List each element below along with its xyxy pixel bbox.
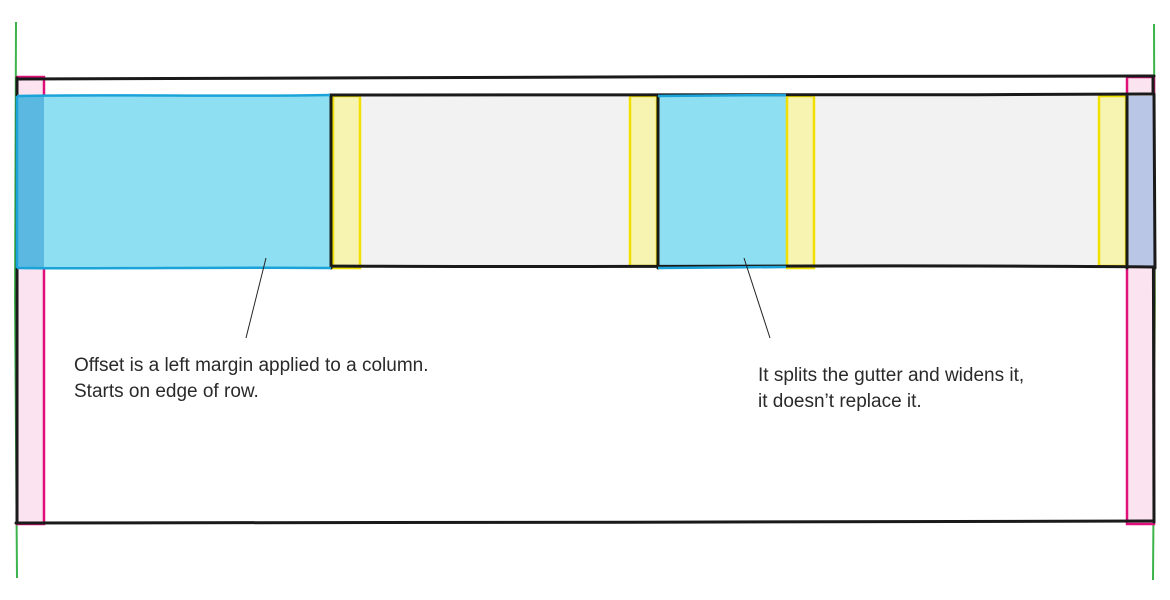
row-padding-overlap-right — [1127, 96, 1154, 268]
gutter-4 — [1097, 94, 1128, 268]
offset-column-2-outline — [657, 93, 787, 270]
offset-column-2 — [658, 96, 786, 268]
gutter-2 — [628, 94, 659, 268]
gutter-3 — [785, 94, 816, 270]
gutter-annotation-line-1: It splits the gutter and widens it, — [758, 365, 1025, 386]
offset-column-1 — [17, 96, 331, 268]
container-outline — [14, 74, 1156, 525]
gutter-1 — [331, 94, 362, 270]
offset-annotation-line-1: Offset is a left margin applied to a col… — [74, 355, 429, 376]
gutter-annotation-line-2: it doesn’t replace it. — [758, 391, 922, 412]
gutter-annotation: It splits the gutter and widens it, it d… — [758, 363, 1024, 415]
offset-annotation: Offset is a left margin applied to a col… — [74, 353, 429, 405]
pointer-offset — [245, 257, 267, 339]
offset-annotation-line-2: Starts on edge of row. — [74, 381, 259, 402]
offset-column-1-outline — [15, 93, 332, 270]
row-padding-overlap-left — [17, 96, 44, 268]
pointer-gutter — [743, 257, 771, 339]
